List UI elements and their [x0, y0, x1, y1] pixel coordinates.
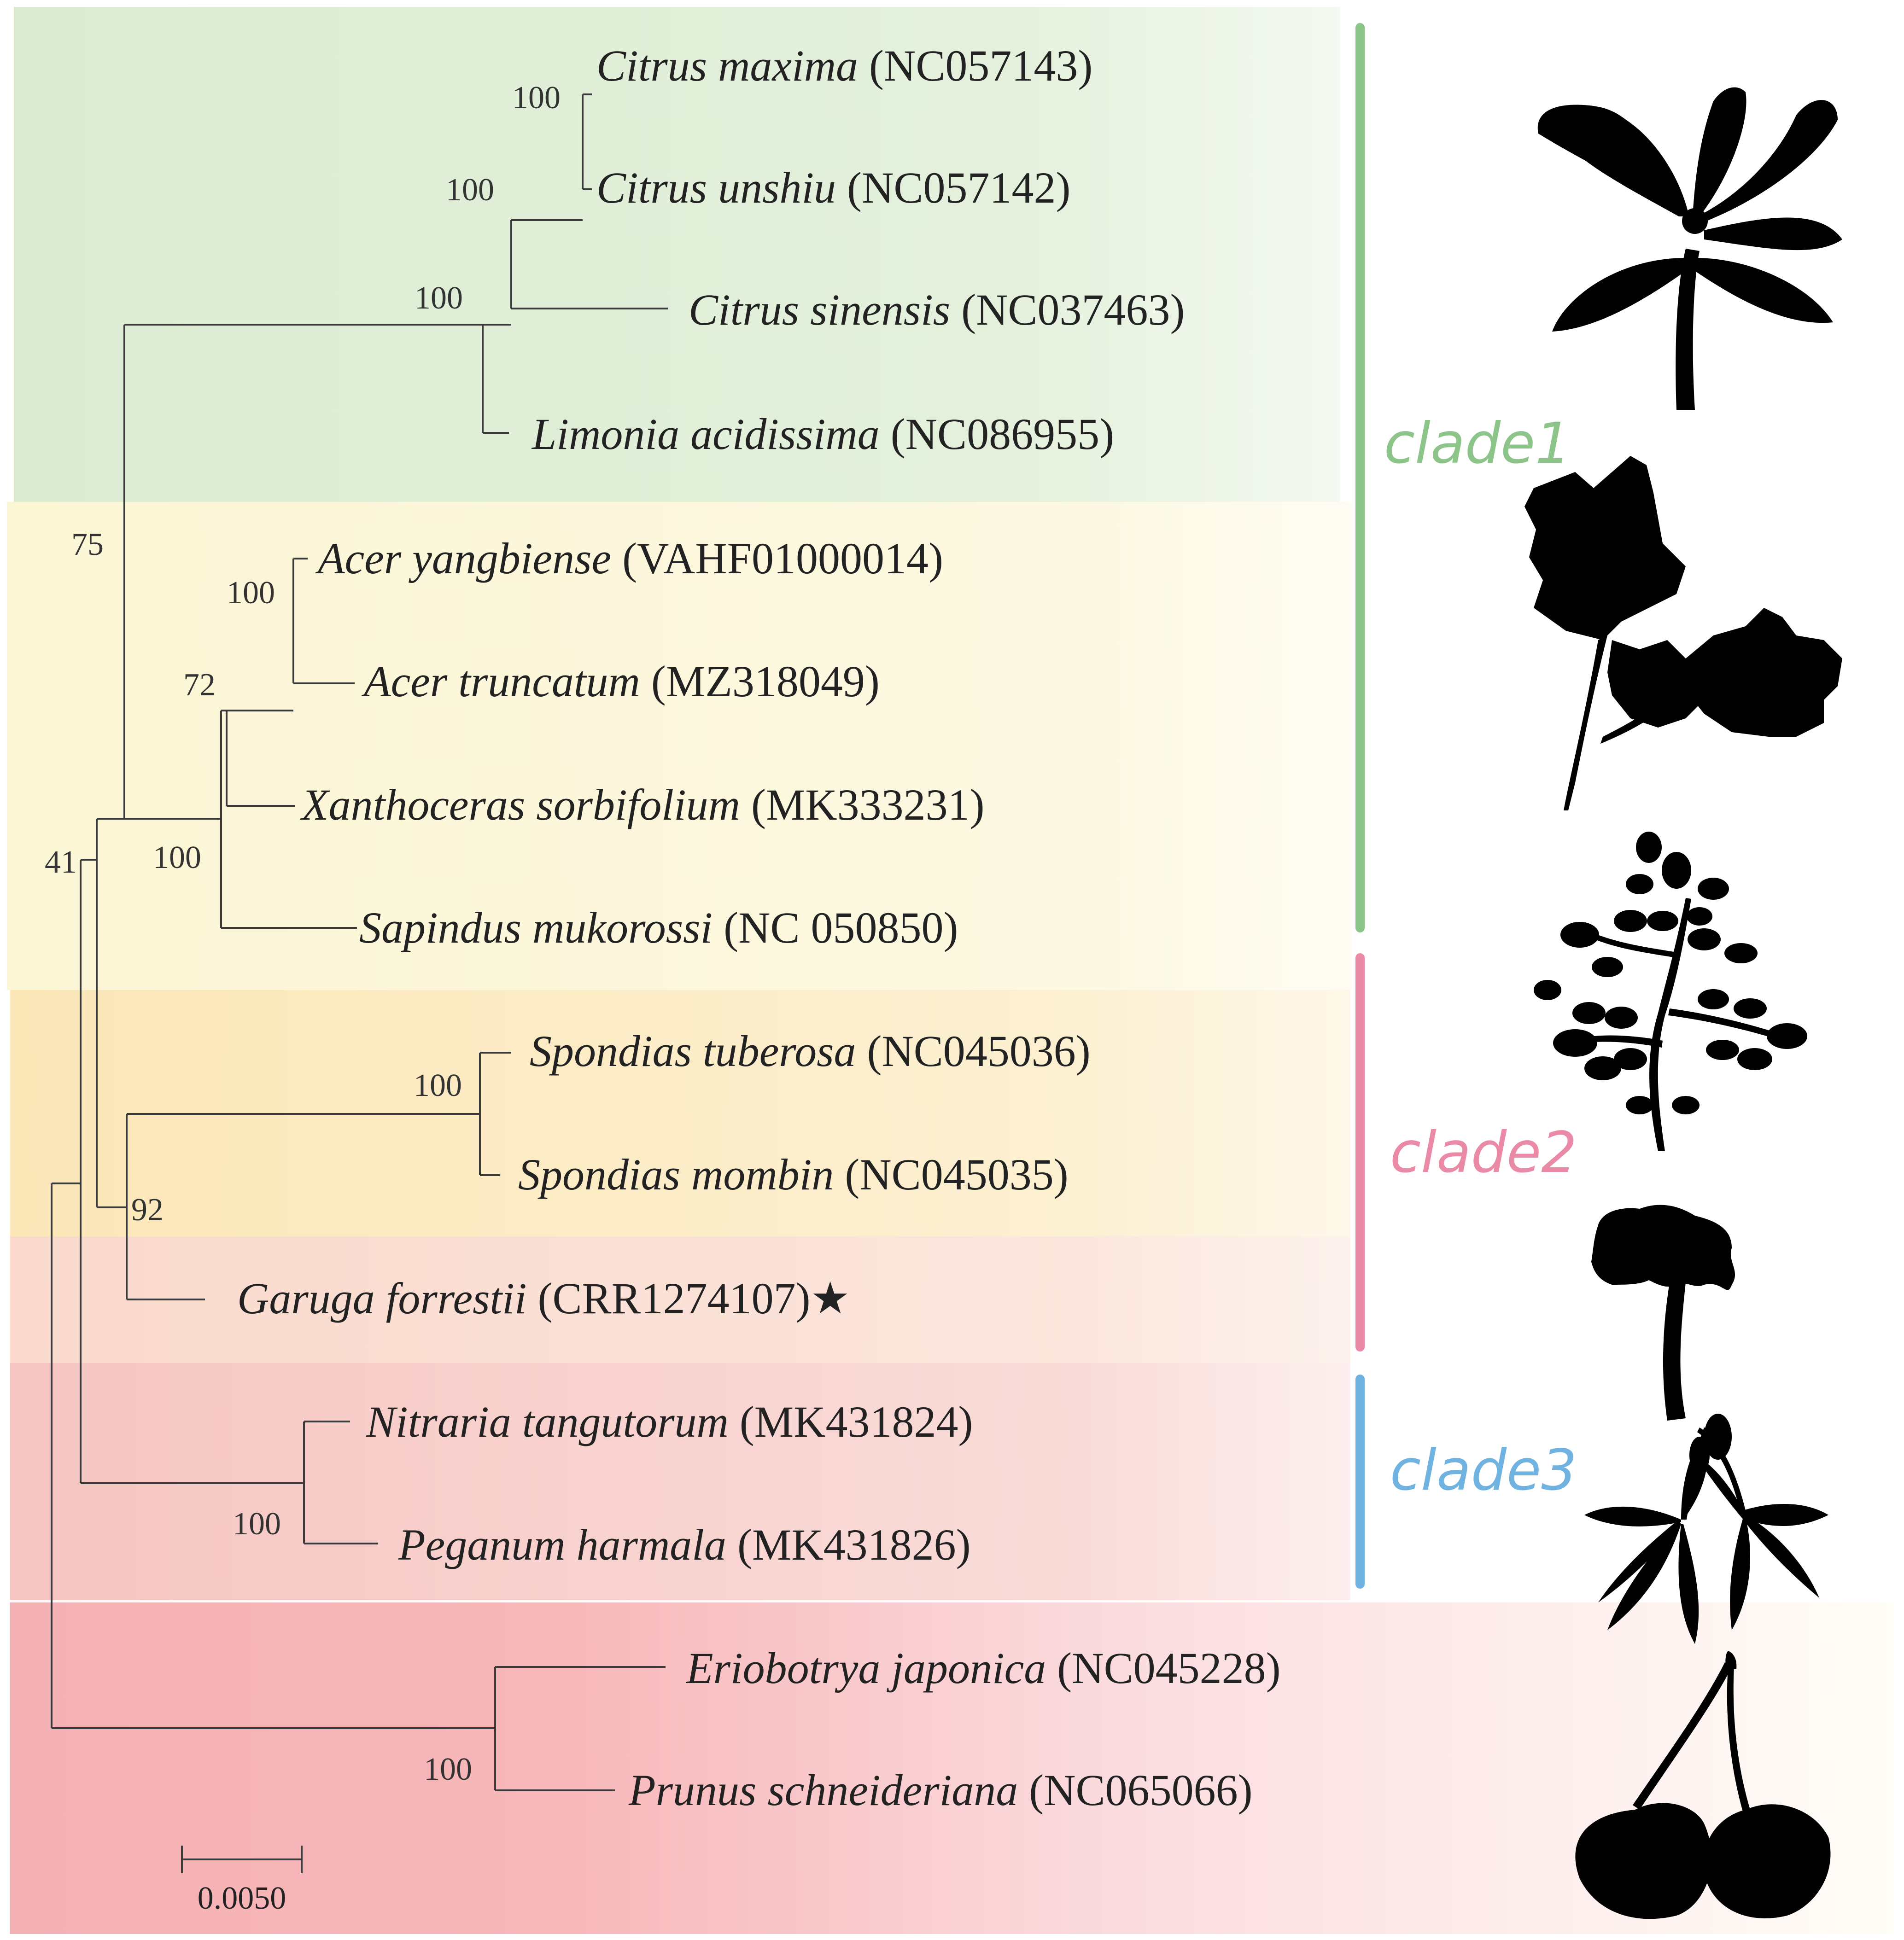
- clade1-label: clade1: [1384, 411, 1571, 476]
- band-sapindaceae-yellow: [7, 502, 1352, 990]
- support-value: 100: [233, 1506, 281, 1542]
- support-value: 41: [45, 845, 77, 880]
- taxon-label: Nitraria tangutorum (MK431824): [366, 1397, 973, 1446]
- taxon-label: Limonia acidissima (NC086955): [531, 409, 1114, 459]
- taxon-label: Citrus sinensis (NC037463): [689, 285, 1185, 334]
- star-marker-icon: ★: [811, 1274, 850, 1323]
- support-values: 100 100 100 75 100 72 100 41 100 92 100 …: [45, 80, 561, 1787]
- scale-bar: 0.0050: [181, 1846, 303, 1916]
- taxon-label: Citrus maxima (NC057143): [596, 41, 1092, 90]
- taxon-labels: Citrus maxima (NC057143) Citrus unshiu (…: [237, 41, 1281, 1815]
- support-value: 100: [424, 1752, 472, 1787]
- support-value: 100: [153, 840, 201, 875]
- support-value: 72: [183, 667, 216, 703]
- maple-leaf-icon: [1524, 456, 1842, 810]
- scale-bar-label: 0.0050: [198, 1881, 286, 1916]
- clade-annotations: clade1 clade2 clade3: [1355, 23, 1577, 1589]
- compound-leaf-icon: [1584, 1414, 1828, 1644]
- cherry-fruit-icon: [1575, 1651, 1831, 1919]
- tree-branches: [51, 93, 668, 1791]
- band-clade1-green: [14, 7, 1340, 504]
- support-value: 100: [512, 80, 561, 116]
- band-clade3-rose: [10, 1363, 1350, 1600]
- support-value: 100: [446, 172, 494, 208]
- taxon-label: Spondias tuberosa (NC045036): [530, 1026, 1091, 1076]
- pinnate-branch-icon: [1534, 832, 1807, 1151]
- citrus-leaf-icon: [1537, 87, 1842, 410]
- taxon-label: Acer yangbiense (VAHF01000014): [315, 534, 943, 583]
- clade3-label: clade3: [1390, 1438, 1577, 1503]
- band-burseraceae-peach: [10, 1236, 1350, 1363]
- taxon-label: Sapindus mukorossi (NC 050850): [359, 903, 958, 952]
- support-value: 100: [414, 1068, 462, 1103]
- clade1-bar: [1355, 23, 1365, 932]
- taxon-label: Spondias mombin (NC045035): [518, 1150, 1069, 1199]
- support-value: 92: [131, 1192, 164, 1228]
- clade2-label: clade2: [1390, 1120, 1577, 1185]
- support-value: 100: [415, 280, 463, 316]
- clade2-bar: [1355, 953, 1365, 1352]
- taxon-label: Citrus unshiu (NC057142): [596, 163, 1070, 212]
- support-value: 75: [71, 527, 104, 562]
- taxon-label: Acer truncatum (MZ318049): [361, 657, 880, 706]
- support-value: 100: [227, 575, 275, 611]
- taxon-label-garuga-forrestii: Garuga forrestii (CRR1274107)★: [237, 1274, 850, 1323]
- taxon-label: Eriobotrya japonica (NC045228): [685, 1643, 1281, 1693]
- ginkgo-leaf-icon: [1591, 1205, 1735, 1421]
- taxon-label: Xanthoceras sorbifolium (MK333231): [300, 780, 985, 829]
- taxon-label: Prunus schneideriana (NC065066): [628, 1765, 1253, 1815]
- clade3-bar: [1355, 1375, 1365, 1589]
- taxon-label: Peganum harmala (MK431826): [398, 1520, 971, 1569]
